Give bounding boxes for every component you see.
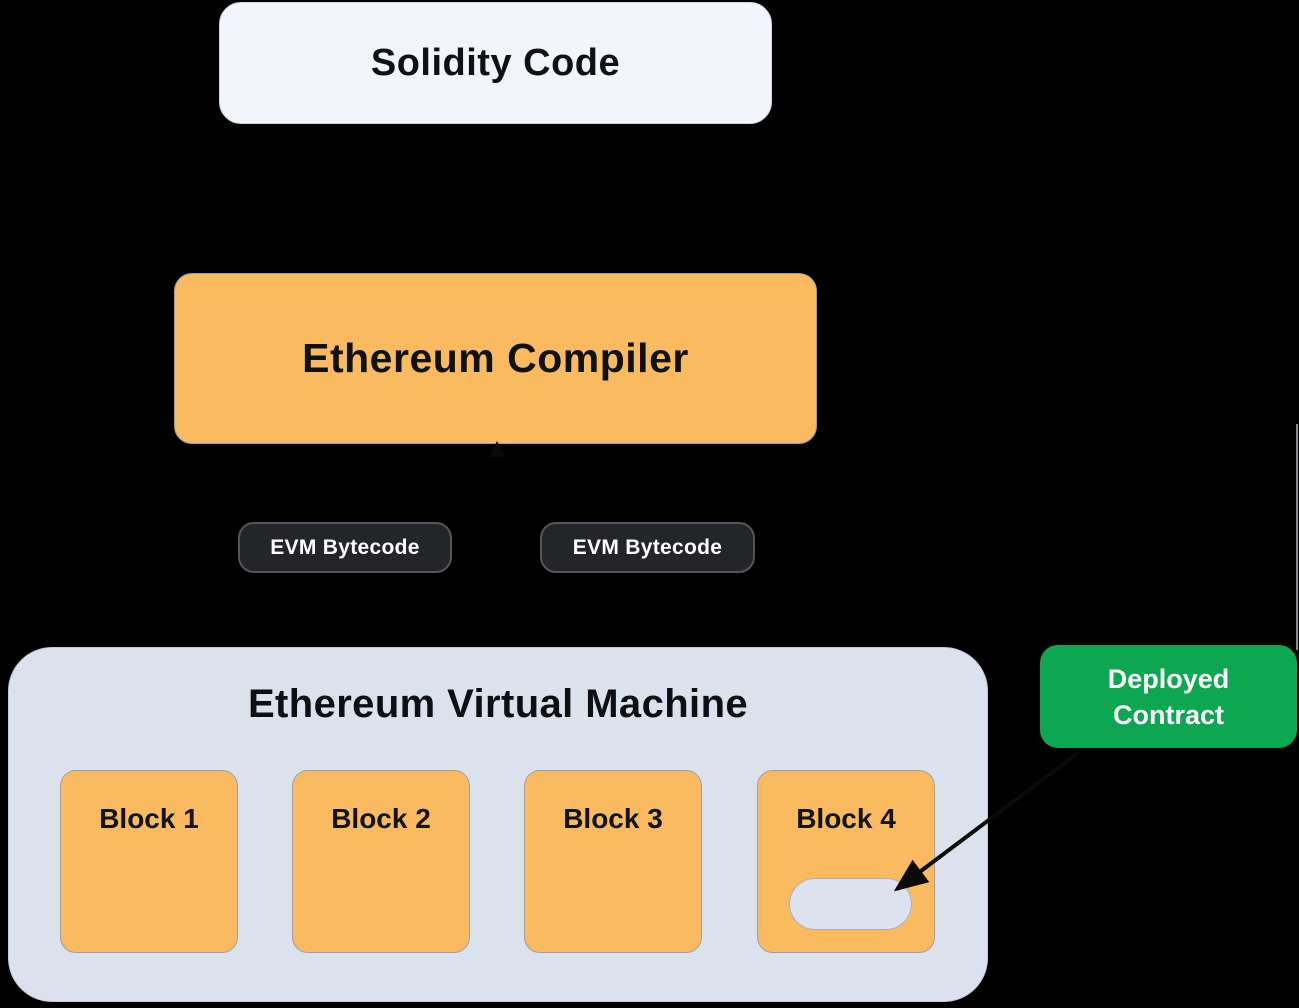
solidity-code-box: Solidity Code [219, 2, 772, 124]
block-4-label: Block 4 [796, 803, 896, 834]
block-1-label: Block 1 [99, 803, 199, 834]
block-3-label: Block 3 [563, 803, 663, 834]
block-4-box: Block 4 [757, 770, 935, 953]
block-3-box: Block 3 [524, 770, 702, 953]
deployed-contract-label: Deployed Contract [1107, 663, 1230, 730]
deployed-contract-box: Deployed Contract [1040, 645, 1297, 748]
evm-bytecode-label-1: EVM Bytecode [270, 535, 420, 559]
block-2-label: Block 2 [331, 803, 431, 834]
evm-container: Ethereum Virtual Machine Block 1 Block 2… [8, 647, 988, 1002]
solidity-code-label: Solidity Code [370, 41, 621, 84]
clipped-right-edge-line [1296, 424, 1298, 650]
ethereum-compiler-box: Ethereum Compiler [174, 273, 817, 444]
block-1-box: Block 1 [60, 770, 238, 953]
ethereum-compiler-label: Ethereum Compiler [302, 335, 689, 381]
evm-bytecode-badge-1: EVM Bytecode [238, 522, 452, 573]
evm-bytecode-badge-2: EVM Bytecode [540, 522, 755, 573]
block-2-box: Block 2 [292, 770, 470, 953]
evm-bytecode-label-2: EVM Bytecode [572, 535, 723, 559]
deployed-contract-slot [789, 878, 912, 930]
evm-title: Ethereum Virtual Machine [247, 682, 749, 726]
